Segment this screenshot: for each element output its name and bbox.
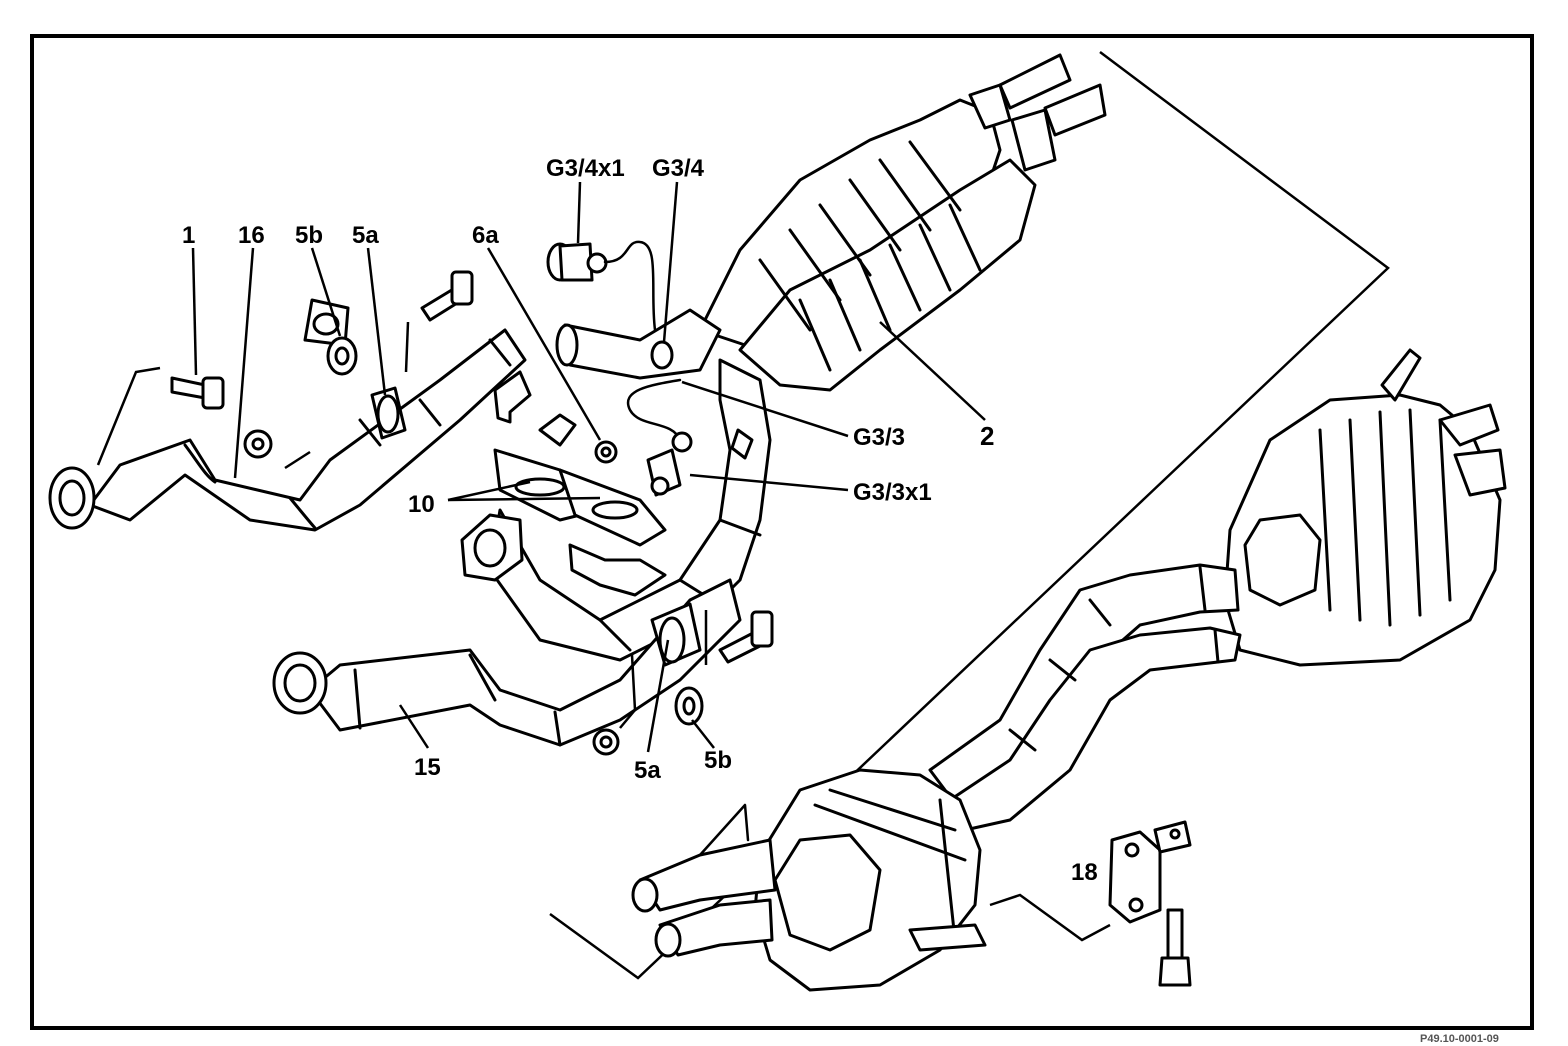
clamp-5a-top: [370, 386, 407, 440]
label-10: 10: [408, 491, 435, 518]
bolt-1-leader: [96, 366, 161, 466]
center-muffler: [753, 768, 982, 992]
leader-g3-4x1: [576, 181, 582, 244]
rear-inlet-pipes: [631, 803, 777, 958]
label-5b-bottom: 5b: [704, 747, 732, 774]
oxygen-sensor-g3-4x1: [546, 240, 657, 332]
diagram-frame: [30, 34, 1534, 1030]
label-1: 1: [182, 222, 195, 249]
front-pipe-right: [272, 578, 742, 747]
downpipe-flange-right: [460, 513, 524, 582]
center-muffler-clamp: [908, 923, 987, 952]
leader-1: [191, 247, 198, 376]
hanger-leader: [989, 893, 1111, 942]
intermediate-pipes: [928, 563, 1242, 832]
label-5a-bottom: 5a: [634, 757, 661, 784]
leader-6a: [486, 247, 602, 441]
bolt-1: [170, 376, 225, 410]
nut-bottom-leader: [619, 654, 637, 729]
washer-5b-bottom: [674, 686, 704, 726]
leader-15: [398, 704, 430, 749]
label-18: 18: [1071, 859, 1098, 886]
oxygen-sensor-g3-3: [626, 378, 693, 497]
label-g3-3x1: G3/3x1: [853, 479, 932, 506]
rear-muffler: [1223, 348, 1507, 667]
label-2: 2: [980, 421, 994, 451]
rubber-hanger-18: [1108, 820, 1192, 924]
bolt-top: [420, 270, 474, 322]
leader-2: [879, 321, 986, 421]
label-6a: 6a: [472, 222, 499, 249]
leader-10a: [447, 480, 531, 502]
catalytic-converters: [698, 53, 1107, 392]
clamp-5a-bottom: [650, 602, 702, 667]
nut-bottom: [592, 728, 620, 756]
leader-10b: [447, 496, 601, 502]
bolt-bottom: [718, 610, 774, 664]
washer-5b-top: [326, 336, 358, 376]
mounting-bracket-6a: [493, 370, 618, 464]
label-g3-4: G3/4: [652, 155, 705, 182]
oxygen-sensor-g3-4: [650, 340, 674, 370]
leader-5a-top: [366, 247, 387, 396]
leader-5a-bot: [646, 639, 670, 753]
leader-g3-3x1: [689, 473, 849, 492]
bolt-top-leader: [404, 321, 410, 373]
nut-left: [243, 429, 273, 459]
leader-16: [233, 247, 255, 479]
nut-leader: [284, 450, 311, 470]
label-16: 16: [238, 222, 265, 249]
hanger-bolt: [1158, 908, 1192, 987]
leader-5b-top: [310, 247, 342, 337]
front-pipe-left: [48, 298, 527, 532]
rear-section-bracket: [549, 51, 1390, 980]
leader-5b-bot: [691, 719, 715, 749]
label-g3-3: G3/3: [853, 424, 905, 451]
leader-g3-4: [662, 181, 679, 343]
label-5a-top: 5a: [352, 222, 379, 249]
label-15: 15: [414, 754, 441, 781]
drawing-code: P49.10-0001-09: [1420, 1033, 1499, 1045]
leader-g3-3: [681, 380, 849, 438]
label-g3-4x1: G3/4x1: [546, 155, 625, 182]
label-5b-top: 5b: [295, 222, 323, 249]
